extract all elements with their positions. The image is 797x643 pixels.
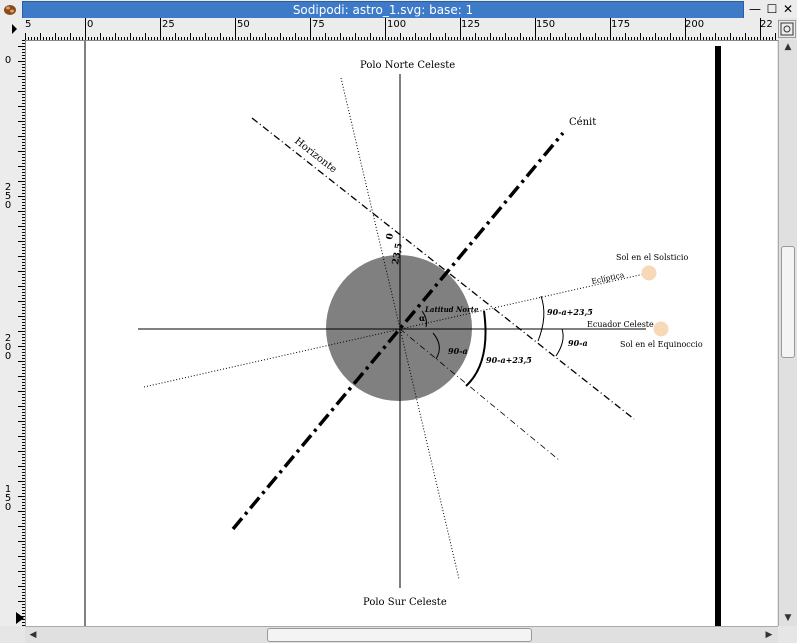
ruler-label: 22 [760,19,773,30]
ruler-label: 150 [536,19,556,30]
label-90a-right[interactable]: 90-a [568,338,588,348]
scroll-up-arrow-icon[interactable]: ▲ [784,42,792,52]
ruler-label: 25 [162,19,175,30]
sun-equinox[interactable] [653,321,669,337]
ruler-corner[interactable] [0,18,25,40]
scroll-left-arrow-icon[interactable]: ◀ [29,630,37,640]
ruler-label: 250 [4,182,12,211]
zoom-fit-button[interactable] [778,20,796,38]
ruler-label: 0 [87,19,94,30]
vertical-ruler-marker-icon [16,612,24,624]
angle-arc-inner [432,332,440,360]
title-bar: Sodipodi: astro_1.svg: base: 1 — ☐ ✕ [0,0,797,19]
minimize-button[interactable]: — [749,2,761,16]
label-alpha[interactable]: α [419,313,425,323]
window-title: Sodipodi: astro_1.svg: base: 1 [22,1,744,19]
label-ecuador[interactable]: Ecuador Celeste [587,320,654,329]
label-90a-inner[interactable]: 90-a [448,346,468,356]
sun-solstice[interactable] [641,265,657,281]
vertical-ruler[interactable]: 0 250 200 150 [0,40,26,626]
angle-arc-right2 [555,328,564,357]
thin-dashdot-line[interactable] [399,328,560,461]
zenith-line[interactable] [231,131,565,531]
vertical-scroll-thumb[interactable] [781,246,795,358]
label-sol-solsticio[interactable]: Sol en el Solsticio [616,253,688,262]
label-angle-0[interactable]: 0 [385,233,396,241]
maximize-button[interactable]: ☐ [766,2,778,16]
menu-arrow-icon[interactable] [0,18,25,40]
ruler-label: 150 [4,484,12,513]
horizontal-scroll-thumb[interactable] [267,628,532,642]
label-90a-23-5-inner[interactable]: 90-a+23,5 [486,355,532,365]
label-polo-sur[interactable]: Polo Sur Celeste [363,597,447,608]
horizon-line[interactable] [251,117,635,420]
horizontal-scrollbar[interactable]: ◀ ▶ [25,626,778,643]
angle-arc-right1 [537,295,545,342]
horizontal-ruler[interactable]: 5 0 25 50 75 100 125 150 175 200 22 [25,18,778,41]
label-sol-equinoccio[interactable]: Sol en el Equinoccio [620,340,703,349]
angle-arc-thick [465,310,487,387]
sodipodi-logo-icon[interactable] [3,2,17,16]
label-polo-norte[interactable]: Polo Norte Celeste [360,60,455,71]
ruler-label: 200 [685,19,705,30]
scroll-right-arrow-icon[interactable]: ▶ [765,630,773,640]
ruler-label: 50 [237,19,250,30]
ruler-label: 5 [25,19,32,30]
horizontal-ruler-ticks [25,18,776,40]
label-latitud-norte[interactable]: Latitud Norte [424,305,479,314]
ruler-label: 125 [461,19,481,30]
earth-circle[interactable] [326,255,472,401]
alpha-arc [421,310,427,328]
label-90a-23-5-right[interactable]: 90-a+23,5 [547,307,593,317]
ruler-label: 175 [611,19,631,30]
drawing-canvas[interactable]: Polo Norte Celeste Polo Sur Celeste Céni… [26,41,777,626]
vertical-scrollbar[interactable]: ▲ ▼ [778,40,797,626]
ruler-label: 0 [4,55,12,66]
ruler-label: 75 [312,19,325,30]
zoom-icon [780,22,794,36]
close-button[interactable]: ✕ [782,2,794,16]
drawing-svg[interactable]: Polo Norte Celeste Polo Sur Celeste Céni… [26,41,777,626]
vertical-ruler-ticks [18,40,25,626]
label-ecliptica[interactable]: Eclíptica [591,270,626,286]
ruler-label: 200 [4,333,12,362]
page-right-border [715,46,721,626]
label-angle-23-5[interactable]: 23,5 [391,242,405,265]
label-cenit[interactable]: Cénit [569,117,596,128]
ruler-label: 100 [387,19,407,30]
scroll-down-arrow-icon[interactable]: ▼ [784,613,792,623]
